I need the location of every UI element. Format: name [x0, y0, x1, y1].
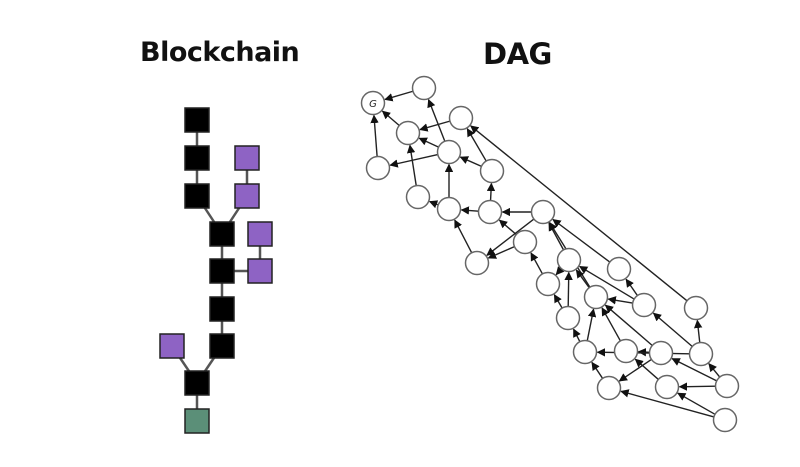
dag-edge [454, 219, 473, 254]
genesis-label: G [369, 99, 377, 110]
main-block [184, 107, 210, 133]
dag-edge [607, 296, 633, 305]
dag-edge [419, 120, 451, 132]
dag-title: DAG [483, 37, 552, 71]
dag-node [365, 155, 391, 181]
dag-edge [459, 156, 482, 167]
dag-edge [381, 110, 400, 127]
orphan-block [247, 258, 273, 284]
dag-node [648, 340, 674, 366]
dag-node [583, 284, 609, 310]
dag-edge [486, 182, 496, 201]
dag-edge [671, 357, 718, 382]
dag-edge [460, 206, 479, 215]
dag-edge [618, 358, 652, 382]
main-block [184, 183, 210, 209]
dag-node [596, 375, 622, 401]
main-block [184, 145, 210, 171]
dag-edge [634, 358, 659, 380]
dag-edge [466, 128, 487, 162]
dag-node [556, 247, 582, 273]
dag-edge [418, 137, 439, 148]
dag-edge [553, 294, 563, 309]
dag-edge [578, 265, 635, 300]
orphan-block [159, 333, 185, 359]
dag-node [613, 338, 639, 364]
dag-edge [708, 363, 721, 378]
dag-node [714, 373, 740, 399]
main-block [209, 258, 235, 284]
dag-edge [530, 252, 544, 275]
dag-node [688, 341, 714, 367]
dag-edge [572, 328, 581, 343]
dag-edge [498, 219, 517, 236]
dag-edge [428, 200, 439, 209]
dag-edge [637, 347, 650, 357]
dag-edge [486, 218, 535, 256]
dag-edge [575, 269, 590, 289]
main-block [209, 333, 235, 359]
dag-node [512, 229, 538, 255]
dag-node [411, 75, 437, 101]
dag-edge [625, 278, 639, 296]
dag-edge [548, 222, 565, 251]
dag-edge [427, 98, 446, 142]
dag-edge [601, 307, 622, 342]
dag-node [479, 158, 505, 184]
dag-edge [652, 312, 693, 348]
dag-node [712, 407, 738, 433]
dag-node [631, 292, 657, 318]
main-block [209, 296, 235, 322]
main-block [184, 370, 210, 396]
orphan-block [247, 221, 273, 247]
dag-edge [384, 90, 414, 102]
dag-edge [555, 266, 565, 276]
dag-edge [389, 153, 438, 168]
dag-node [683, 295, 709, 321]
dag-edge [406, 144, 417, 186]
dag-node [477, 199, 503, 225]
genesis-node [360, 90, 386, 116]
dag-edge [596, 348, 690, 357]
dag-node [572, 339, 598, 365]
dag-edge [487, 245, 515, 259]
dag-edge [677, 392, 716, 415]
main-block [209, 221, 235, 247]
dag-node [530, 199, 556, 225]
dag-edge [470, 125, 688, 302]
dag-edge [586, 308, 597, 341]
orphan-block [234, 183, 260, 209]
orphan-block [234, 145, 260, 171]
dag-edge [678, 382, 716, 391]
dag-node [555, 305, 581, 331]
dag-edge [693, 319, 703, 343]
dag-edge [564, 271, 573, 307]
dag-node [395, 120, 421, 146]
dag-edge [370, 114, 379, 157]
dag-node [535, 271, 561, 297]
dag-edge [552, 218, 611, 263]
newest-block [184, 408, 210, 434]
dag-edge [620, 389, 715, 418]
dag-node [436, 196, 462, 222]
dag-edge [604, 304, 653, 347]
dag-edge [591, 361, 604, 379]
blockchain-title: Blockchain [140, 37, 300, 68]
dag-node [448, 105, 474, 131]
dag-node [606, 256, 632, 282]
dag-node [464, 250, 490, 276]
dag-node [654, 374, 680, 400]
dag-node [436, 139, 462, 165]
dag-node [405, 184, 431, 210]
